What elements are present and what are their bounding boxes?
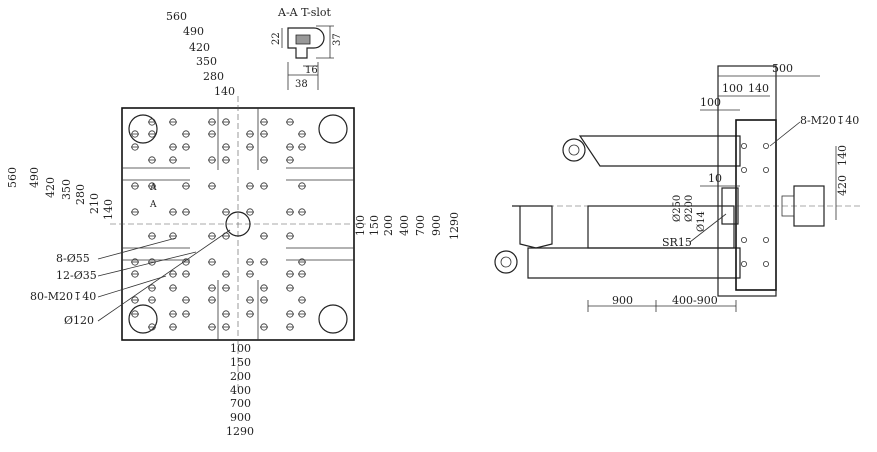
front-bottom-dim-400: 400 — [230, 384, 251, 397]
side-bottom-dim-900: 900 — [612, 294, 633, 307]
t-slot-profile — [287, 27, 325, 59]
side-dim-140-right: 140 — [836, 145, 849, 166]
callout-d120: Ø120 — [64, 314, 94, 327]
side-tapped-hole — [763, 236, 770, 243]
callout-80-m20: 80-M20↧40 — [30, 290, 96, 303]
front-bottom-dim-700: 700 — [230, 397, 251, 410]
callout-8-d55: 8-Ø55 — [56, 252, 90, 265]
front-right-dim-700: 700 — [414, 215, 427, 236]
side-callout-d250: Ø250 — [672, 195, 683, 222]
tie-bar-hole-tl — [128, 114, 158, 144]
toggle-arm-upper — [578, 135, 741, 167]
section-mark-a: A — [149, 200, 157, 210]
front-right-dim-1290: 1290 — [448, 212, 461, 240]
front-right-dim-100: 100 — [354, 215, 367, 236]
front-right-dimensions: 100 150 200 400 700 900 1290 — [354, 212, 461, 240]
front-bottom-dimensions: 100 150 200 400 700 900 1290 — [226, 342, 254, 438]
dim-37: 37 — [332, 33, 343, 46]
side-dim-140: 140 — [748, 82, 769, 95]
front-top-dim-420: 420 — [189, 41, 210, 54]
center-hole — [225, 211, 251, 237]
side-callout-d14: Ø14 — [696, 211, 707, 232]
side-dim-100: 100 — [722, 82, 743, 95]
front-top-dim-350: 350 — [196, 55, 217, 68]
side-dim-420-right: 420 — [836, 175, 849, 196]
front-left-dimensions: 560 490 420 350 280 210 140 — [6, 167, 115, 220]
side-holes — [741, 142, 770, 267]
side-tapped-hole — [763, 166, 770, 173]
section-mark-a-top: A — [149, 183, 157, 193]
nozzle-seat — [721, 187, 739, 225]
side-callout-sr15: SR15 — [662, 236, 692, 249]
side-tapped-hole — [763, 260, 770, 267]
front-callouts: 8-Ø55 12-Ø35 80-M20↧40 Ø120 — [30, 229, 231, 327]
front-top-dim-560: 560 — [166, 10, 187, 23]
front-left-dim-210: 210 — [88, 193, 101, 214]
pivot-lower — [494, 250, 518, 274]
front-view: A A — [110, 96, 366, 388]
side-tapped-hole — [741, 236, 748, 243]
side-tapped-hole — [763, 142, 770, 149]
side-tapped-hole — [741, 166, 748, 173]
front-left-dim-350: 350 — [60, 179, 73, 200]
front-bottom-dim-900: 900 — [230, 411, 251, 424]
side-dim-100-left: 100 — [700, 96, 721, 109]
mold-plate-left — [512, 205, 553, 249]
front-left-dim-280: 280 — [74, 184, 87, 205]
dim-16: 16 — [305, 65, 318, 76]
dim-22: 22 — [271, 32, 282, 45]
platen-outline-side — [717, 65, 777, 297]
front-bottom-dim-150: 150 — [230, 356, 251, 369]
front-right-dim-400: 400 — [398, 215, 411, 236]
side-dim-500: 500 — [772, 62, 793, 75]
side-tapped-hole — [741, 142, 748, 149]
front-bottom-dim-200: 200 — [230, 370, 251, 383]
front-right-dim-150: 150 — [368, 215, 381, 236]
section-title: A-A T-slot — [277, 6, 332, 19]
platen-body — [587, 205, 735, 249]
side-tapped-hole — [741, 260, 748, 267]
front-top-dim-140: 140 — [214, 85, 235, 98]
front-right-dim-900: 900 — [430, 215, 443, 236]
front-bottom-dim-100: 100 — [230, 342, 251, 355]
front-bottom-dim-1290: 1290 — [226, 425, 254, 438]
front-left-dim-420: 420 — [44, 177, 57, 198]
pivot-upper — [562, 138, 586, 162]
front-left-dim-490: 490 — [28, 167, 41, 188]
side-bottom-dim-400-900: 400-900 — [672, 294, 718, 307]
front-top-dim-280: 280 — [203, 70, 224, 83]
t-slot-section: A-A T-slot 22 37 16 38 — [271, 6, 343, 90]
front-top-dimensions: 560 490 420 350 280 140 — [166, 10, 235, 98]
front-top-dim-490: 490 — [183, 25, 204, 38]
front-left-dim-560: 560 — [6, 167, 19, 188]
callout-12-d35: 12-Ø35 — [56, 269, 97, 282]
tie-bar-hole-br — [318, 304, 348, 334]
t-slot-hatch — [295, 34, 311, 45]
toggle-arm-lower — [527, 247, 741, 279]
front-right-dim-200: 200 — [382, 215, 395, 236]
side-view: 500 100 140 100 8-M20↧40 140 420 10 Ø250… — [494, 62, 860, 312]
side-callout-10: 10 — [708, 172, 722, 185]
tie-bar-hole-bl — [128, 304, 158, 334]
side-callout-8-m20: 8-M20↧40 — [800, 114, 859, 127]
tapped-holes — [131, 118, 306, 331]
side-callout-d200: Ø200 — [684, 195, 695, 222]
dim-38: 38 — [295, 79, 308, 90]
front-left-dim-140: 140 — [102, 199, 115, 220]
tie-bar-hole-tr — [318, 114, 348, 144]
